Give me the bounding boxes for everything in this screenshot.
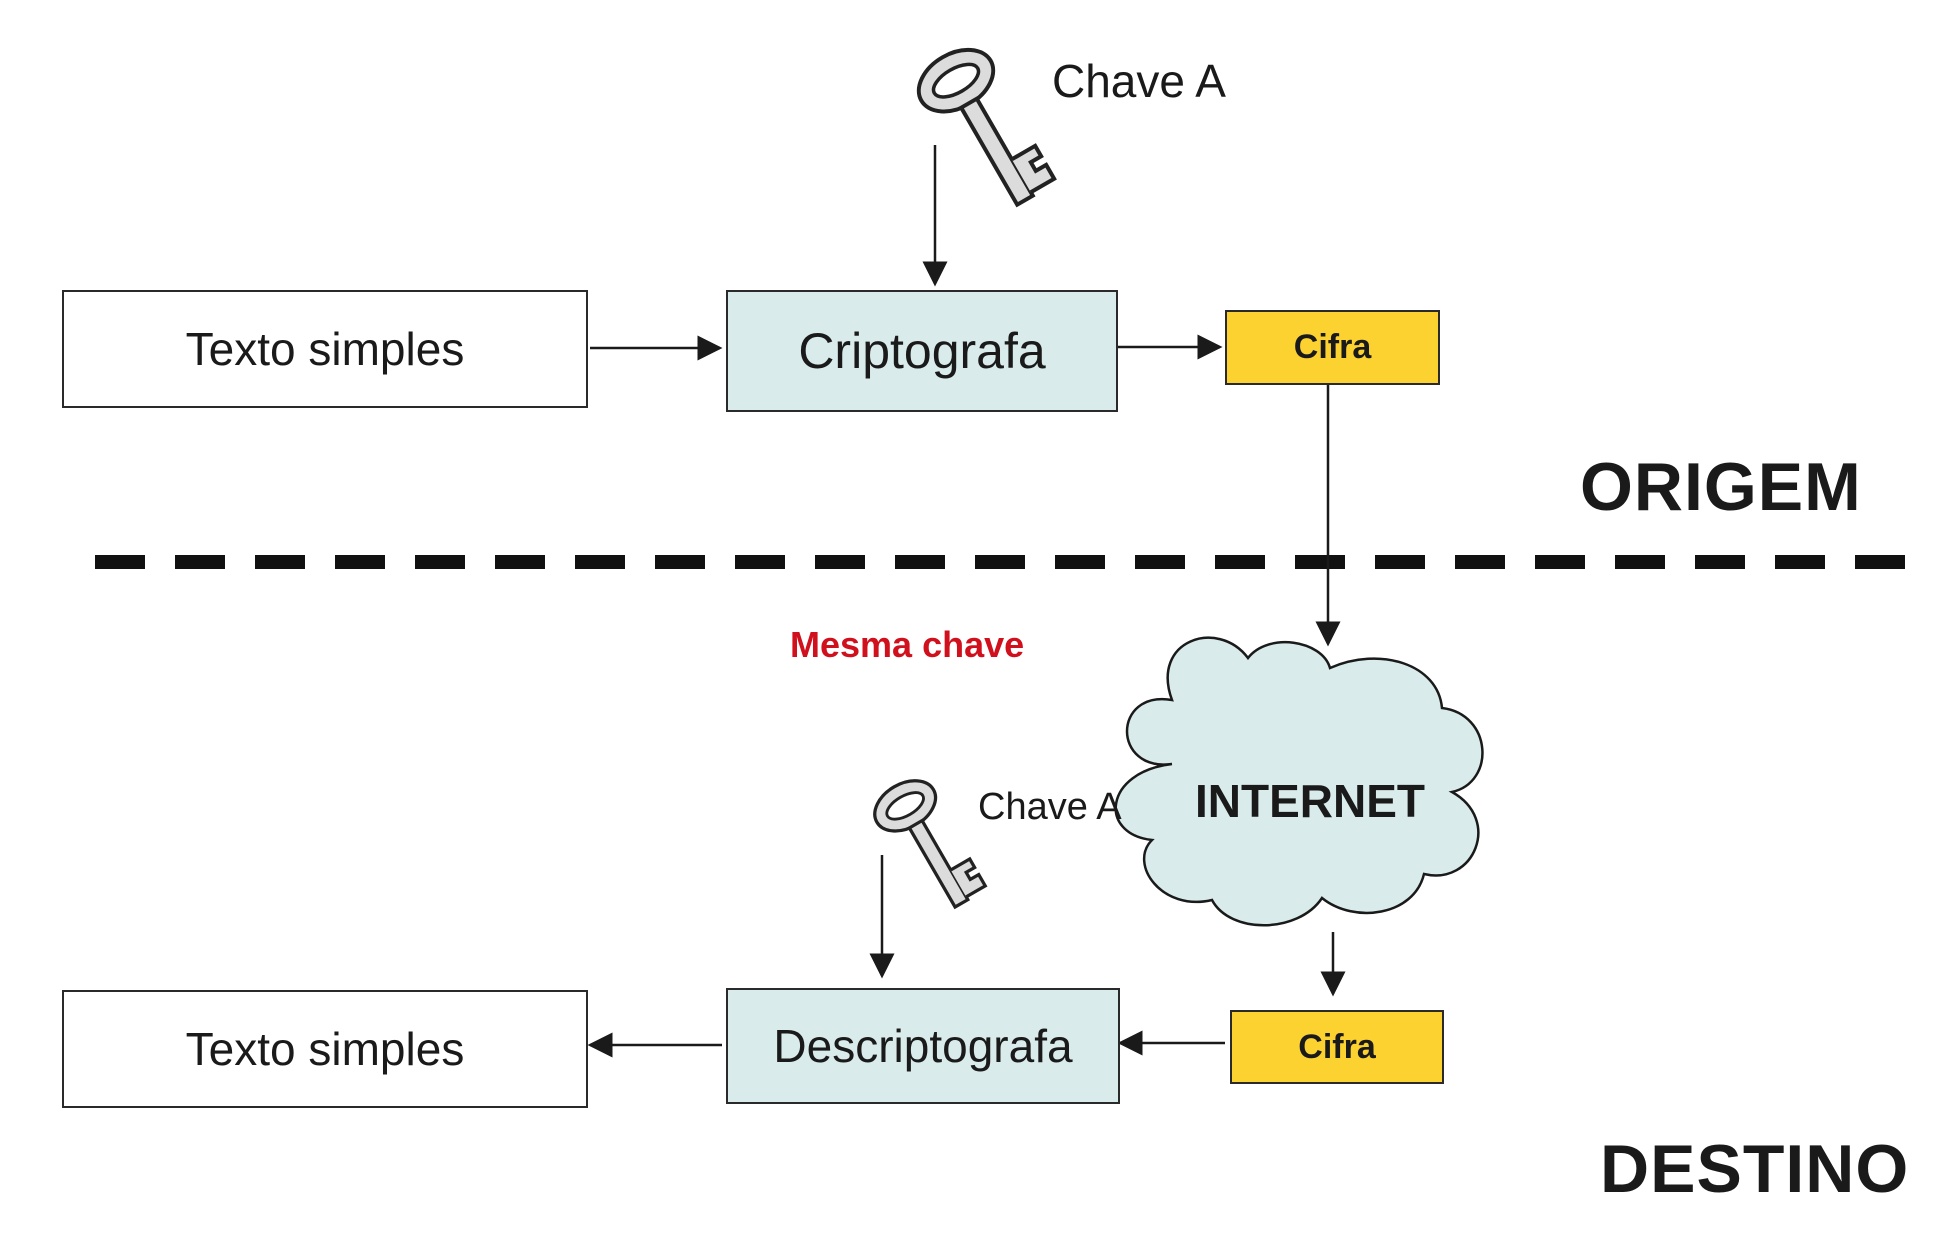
decrypt-box: Descriptografa: [726, 988, 1120, 1104]
origin-cipher-label: Cifra: [1293, 328, 1372, 366]
destination-plaintext-label: Texto simples: [185, 1023, 465, 1075]
key-icon: [873, 779, 988, 910]
origin-plaintext-box: Texto simples: [62, 290, 588, 408]
cloud-shape: [1114, 636, 1484, 927]
origin-plaintext-label: Texto simples: [185, 323, 465, 375]
cloud-label: INTERNET: [1195, 775, 1425, 827]
destination-section-label: DESTINO: [1600, 1131, 1910, 1207]
encrypt-box: Criptografa: [726, 290, 1118, 412]
origin-cipher-box: Cifra: [1225, 310, 1440, 385]
destination-plaintext-box: Texto simples: [62, 990, 588, 1108]
origin-section-label: ORIGEM: [1580, 449, 1862, 525]
encrypt-label: Criptografa: [798, 323, 1046, 379]
destination-cipher-label: Cifra: [1298, 1027, 1376, 1066]
key-icon: [916, 47, 1057, 208]
origin-key-label: Chave A: [1052, 55, 1226, 107]
decrypt-label: Descriptografa: [773, 1020, 1073, 1072]
destination-key-label: Chave A: [978, 786, 1122, 828]
same-key-note: Mesma chave: [790, 624, 1025, 665]
destination-cipher-box: Cifra: [1230, 1010, 1444, 1084]
